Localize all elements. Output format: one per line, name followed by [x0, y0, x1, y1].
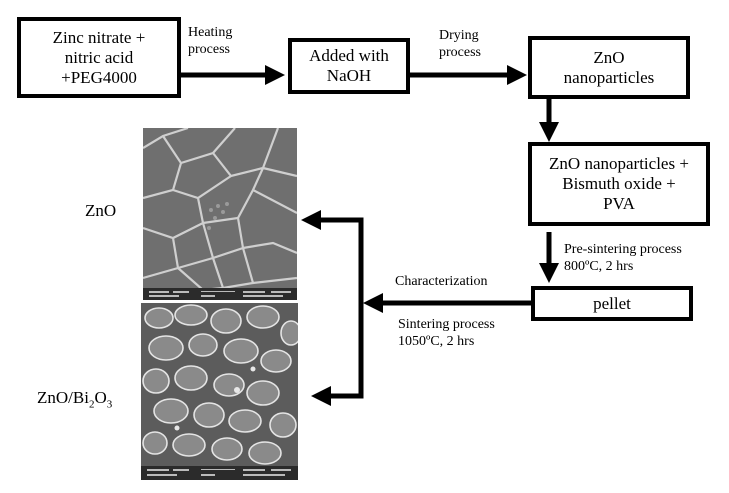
- box-pellet: pellet: [531, 286, 693, 321]
- label-heating: Heating process: [188, 25, 233, 57]
- box-zinc-nitrate-text: Zinc nitrate + nitric acid +PEG4000: [52, 27, 146, 87]
- box-mixture: ZnO nanoparticles + Bismuth oxide + PVA: [528, 142, 710, 226]
- box-mixture-text: ZnO nanoparticles + Bismuth oxide + PVA: [549, 154, 689, 213]
- label-characterization: Characterization: [395, 274, 488, 289]
- box-zno-nanoparticles: ZnO nanoparticles: [528, 36, 690, 99]
- box-zinc-nitrate: Zinc nitrate + nitric acid +PEG4000: [17, 17, 181, 98]
- label-znobi-image: ZnO/Bi2O3: [37, 388, 113, 411]
- box-added-naoh-text: Added with NaOH: [309, 46, 389, 85]
- box-added-naoh: Added with NaOH: [288, 38, 410, 94]
- box-pellet-text: pellet: [593, 293, 631, 313]
- label-drying: Drying process: [439, 28, 481, 60]
- sem-image-zno: [143, 128, 297, 300]
- label-zno-image: ZnO: [85, 201, 117, 220]
- sem-image-zno-bi2o3: [141, 303, 298, 480]
- label-sinter: Sintering process 1050ºC, 2 hrs: [398, 317, 495, 349]
- label-presinter: Pre-sintering process 800ºC, 2 hrs: [564, 242, 682, 274]
- box-zno-nanoparticles-text: ZnO nanoparticles: [563, 47, 655, 87]
- bracket-line: [320, 217, 364, 399]
